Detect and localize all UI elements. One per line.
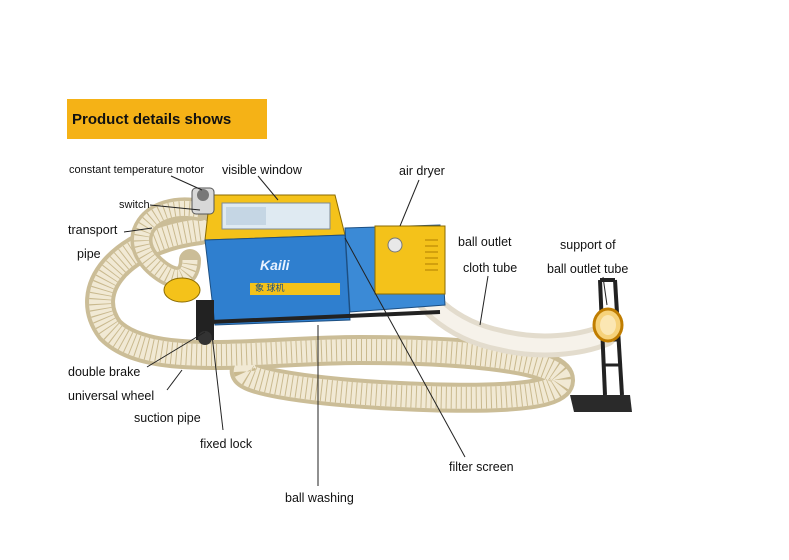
label-ball-washing: ball washing <box>285 491 354 505</box>
label-constant-temperature-motor: constant temperature motor <box>69 164 205 176</box>
label-pipe: pipe <box>77 247 101 261</box>
label-visible-window: visible window <box>222 163 302 177</box>
label-ball-outlet-tube: ball outlet tube <box>547 262 629 276</box>
panel-text: 象 球机 <box>255 283 285 293</box>
page-title: Product details shows <box>72 111 232 128</box>
label-ball-outlet: ball outlet <box>458 235 512 249</box>
label-filter-screen: filter screen <box>449 460 514 474</box>
outlet-tube-support <box>570 278 632 412</box>
label-universal-wheel: universal wheel <box>68 389 155 403</box>
label-transport: transport <box>68 223 118 237</box>
label-air-dryer: air dryer <box>399 164 445 178</box>
machine-body <box>163 187 446 345</box>
label-switch: switch <box>119 199 150 211</box>
transport-pipe <box>130 197 211 289</box>
label-double-brake: double brake <box>68 365 141 379</box>
label-support-of: support of <box>560 238 616 252</box>
label-fixed-lock: fixed lock <box>200 437 253 451</box>
suction-pipe <box>85 215 576 413</box>
title-banner <box>67 99 267 139</box>
label-suction-pipe: suction pipe <box>134 411 201 425</box>
label-cloth-tube: cloth tube <box>463 261 518 275</box>
leader-lines <box>123 175 608 486</box>
brand-logo: Kaili <box>260 257 290 273</box>
